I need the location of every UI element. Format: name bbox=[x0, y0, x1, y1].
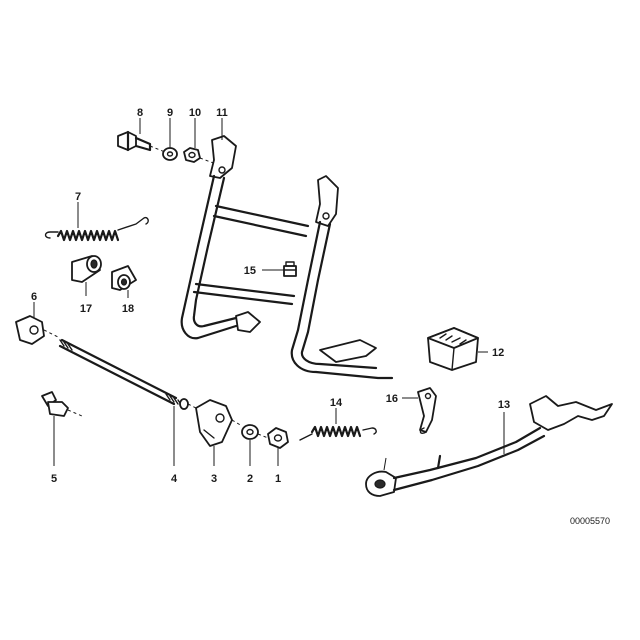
part-8-bolt bbox=[117, 130, 166, 153]
callout-6: 6 bbox=[31, 291, 37, 303]
callout-14: 14 bbox=[330, 397, 343, 409]
callout-7: 7 bbox=[75, 191, 81, 203]
part-11-center-stand bbox=[180, 135, 394, 380]
part-1-nut bbox=[267, 427, 289, 449]
part-17-bushing bbox=[71, 255, 102, 283]
part-4-axle-shaft bbox=[58, 338, 201, 411]
part-6-end-cap bbox=[15, 315, 61, 345]
callout-16: 16 bbox=[386, 393, 398, 405]
callout-4: 4 bbox=[171, 473, 178, 485]
callout-12: 12 bbox=[492, 347, 504, 359]
callout-9: 9 bbox=[167, 107, 173, 119]
callout-3: 3 bbox=[211, 473, 217, 485]
callout-13: 13 bbox=[498, 399, 510, 411]
callout-8: 8 bbox=[137, 107, 143, 119]
part-10-nut bbox=[183, 147, 201, 163]
callout-1: 1 bbox=[275, 473, 281, 485]
part-12-rubber-stop bbox=[427, 327, 479, 371]
callout-17: 17 bbox=[80, 303, 92, 315]
part-5-pin bbox=[41, 391, 83, 417]
part-9-washer bbox=[162, 147, 178, 161]
part-13-side-stand bbox=[365, 395, 613, 497]
part-3-bracket bbox=[195, 399, 243, 447]
callout-5: 5 bbox=[51, 473, 57, 485]
callout-11: 11 bbox=[216, 107, 228, 119]
callout-15: 15 bbox=[244, 265, 256, 277]
callout-2: 2 bbox=[247, 473, 253, 485]
part-15-grease-nipple bbox=[283, 261, 297, 277]
part-14-spring bbox=[299, 425, 377, 441]
part-2-washer bbox=[241, 424, 269, 440]
part-18-sleeve bbox=[111, 265, 137, 291]
part-16-clip bbox=[417, 387, 437, 435]
part-7-spring bbox=[44, 216, 149, 242]
callout-18: 18 bbox=[122, 303, 134, 315]
callout-10: 10 bbox=[189, 107, 201, 119]
diagram-reference-number: 00005570 bbox=[570, 516, 610, 526]
